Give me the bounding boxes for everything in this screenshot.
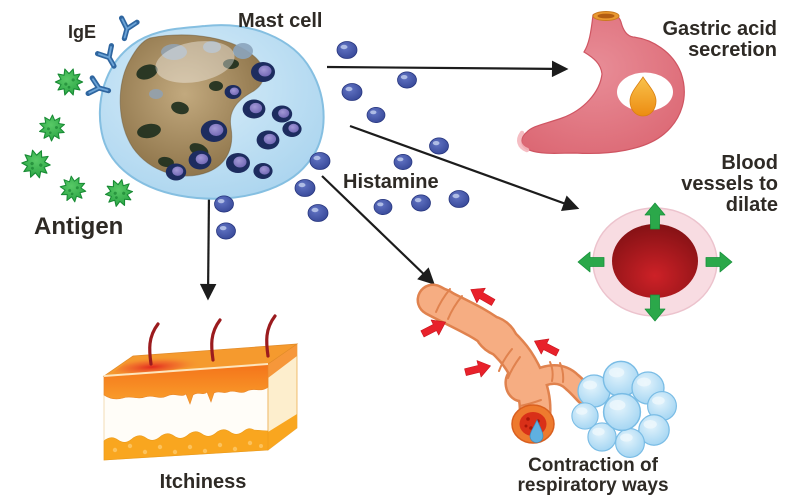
alveolus bbox=[571, 402, 599, 430]
stomach-highlight bbox=[517, 130, 530, 153]
ige-label: IgE bbox=[68, 22, 97, 42]
histamine-dot bbox=[307, 204, 329, 222]
granule bbox=[251, 62, 275, 82]
skin-side-fat bbox=[268, 414, 297, 450]
stomach-body bbox=[521, 12, 685, 154]
granule bbox=[271, 105, 293, 123]
skin-illustration bbox=[102, 314, 299, 461]
arrow-to-airways bbox=[321, 175, 435, 285]
stomach-illustration bbox=[517, 11, 685, 154]
histamine-dot bbox=[336, 41, 358, 59]
itchiness-label: Itchiness bbox=[159, 471, 247, 493]
histamine-dot bbox=[341, 83, 363, 101]
nucleus-spots bbox=[136, 59, 239, 168]
nucleus-gray-spots bbox=[149, 41, 253, 99]
mucus-drip bbox=[529, 419, 544, 443]
histamine-dot bbox=[216, 222, 236, 240]
compression-arrow bbox=[463, 357, 493, 381]
acid-droplet bbox=[629, 76, 657, 117]
vessel-lumen bbox=[612, 224, 698, 298]
granule bbox=[253, 163, 273, 179]
histamine-dot bbox=[448, 190, 470, 208]
blood-vessels-label: Blood vessels to dilate bbox=[681, 152, 778, 217]
histamine-label: Histamine bbox=[343, 171, 439, 193]
arrow-to-skin bbox=[199, 192, 217, 301]
mast-cell-illustration bbox=[98, 24, 325, 200]
flow-arrows bbox=[199, 60, 580, 301]
antigen-label: Antigen bbox=[34, 213, 124, 240]
antigen-particle bbox=[15, 143, 57, 185]
histamine-dot bbox=[429, 137, 449, 155]
antigen-particle bbox=[100, 174, 138, 212]
arrow-to-stomach bbox=[326, 60, 569, 78]
ige-antibody bbox=[117, 18, 137, 40]
skin-top-lip bbox=[103, 363, 269, 377]
antigen-particle bbox=[35, 111, 69, 145]
bronchus-illustration bbox=[416, 281, 677, 458]
arrow-to-vessel bbox=[349, 124, 580, 211]
histamine-dot bbox=[373, 198, 393, 216]
antigen-particle bbox=[57, 174, 89, 204]
mast-cell-label: Mast cell bbox=[238, 10, 323, 32]
granule bbox=[188, 150, 212, 170]
gastric-acid-label: Gastric acid secretion bbox=[662, 18, 777, 62]
histamine-dot bbox=[397, 71, 417, 89]
granule bbox=[256, 130, 280, 150]
histamine-dot bbox=[366, 106, 386, 124]
esophagus-lumen bbox=[597, 13, 615, 19]
alveolus bbox=[615, 428, 645, 458]
blood-vessel-illustration bbox=[577, 202, 733, 322]
nucleus-gloss bbox=[155, 41, 235, 83]
histamine-dot bbox=[393, 153, 413, 171]
antigen-particle bbox=[54, 68, 84, 96]
bronchus-cross-section bbox=[511, 404, 555, 444]
granule bbox=[165, 163, 187, 181]
granule bbox=[282, 121, 302, 137]
histamine-dot bbox=[214, 195, 234, 213]
granule bbox=[200, 120, 228, 142]
histamine-dot bbox=[294, 179, 316, 197]
granule bbox=[224, 85, 242, 99]
granule bbox=[242, 99, 266, 119]
histamine-dot bbox=[309, 152, 331, 170]
fat-texture bbox=[112, 440, 263, 455]
skin-side-epidermis bbox=[268, 344, 297, 378]
histamine-dot bbox=[411, 194, 431, 212]
bronchus-tube bbox=[419, 286, 594, 438]
alveolus bbox=[602, 392, 642, 432]
respiratory-label: Contraction of respiratory ways bbox=[517, 455, 669, 497]
alveoli-cluster bbox=[571, 360, 677, 458]
granule bbox=[226, 153, 250, 173]
